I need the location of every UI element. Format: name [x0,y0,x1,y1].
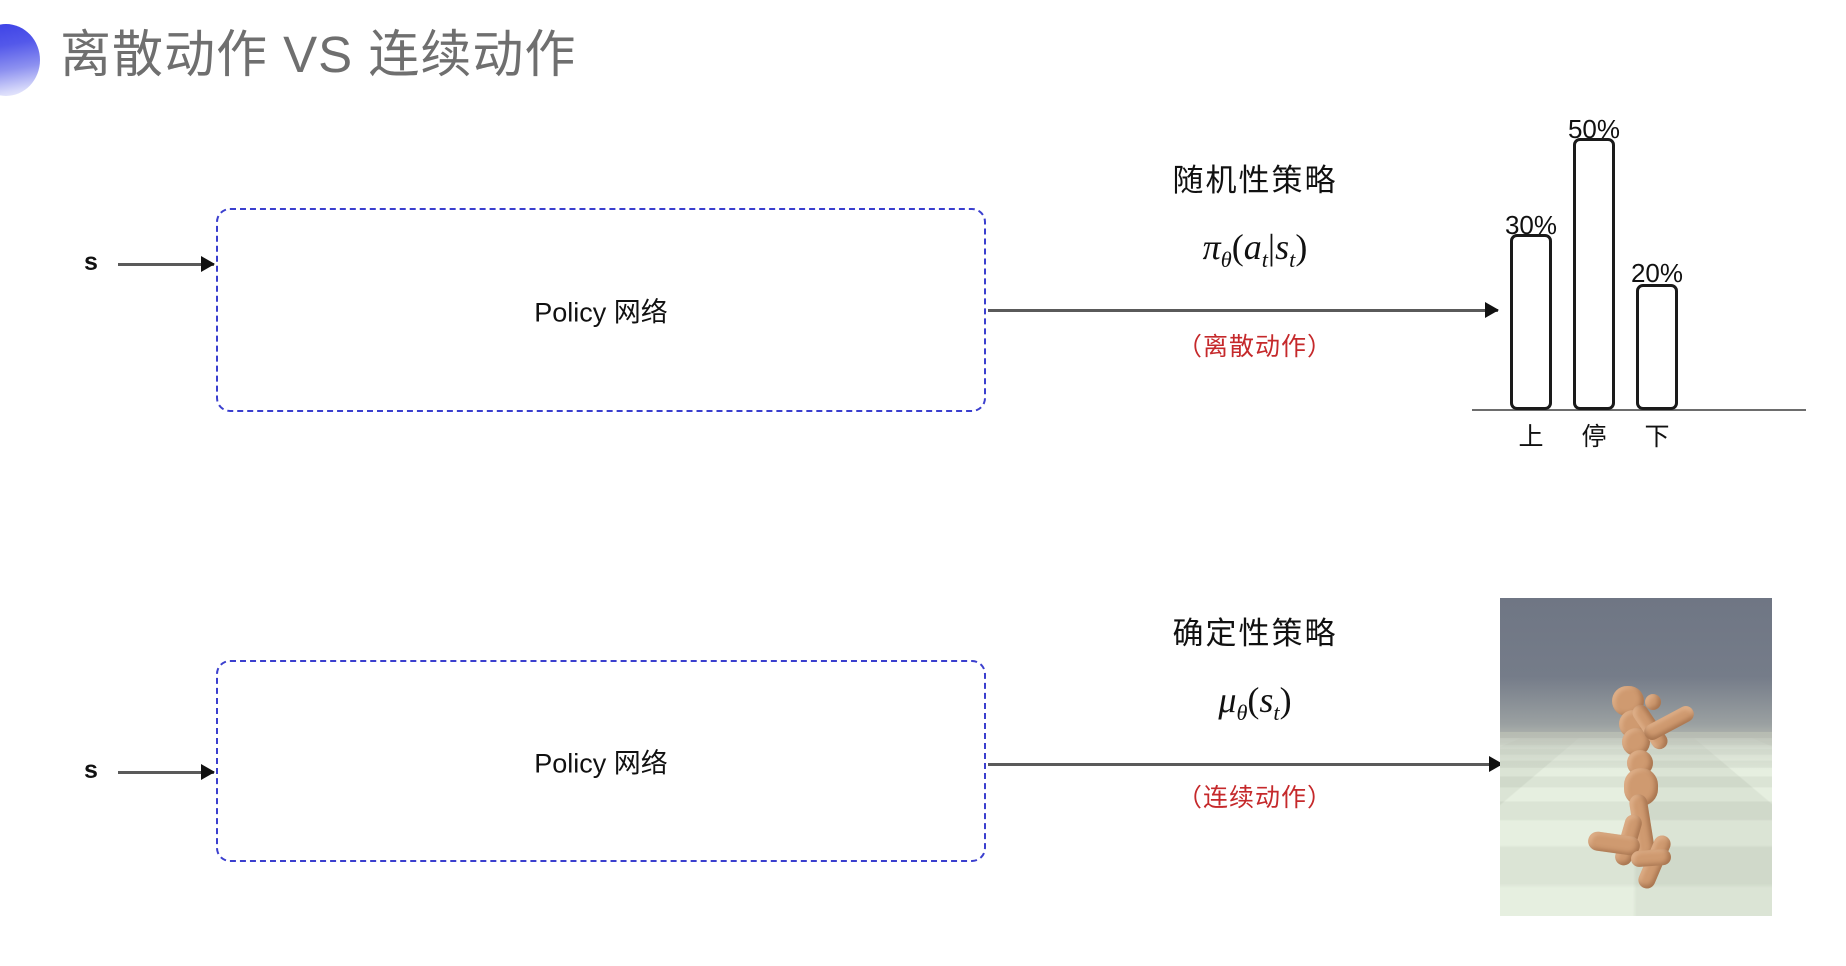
title-bullet-icon [0,24,40,96]
annotation-formula-discrete: πθ(at|st) [1105,226,1405,273]
page-title: 离散动作 VS 连续动作 [60,26,577,83]
input-arrow-continuous [118,771,214,774]
annotation-note-continuous: （连续动作） [1176,784,1333,813]
annotation-continuous: 确定性策略 μθ(st) （连续动作） [1105,608,1405,814]
formula-open-paren-2: ( [1247,680,1260,720]
policy-network-label-discrete: Policy 网络 [534,297,668,328]
bar-0 [1510,234,1552,410]
annotation-heading-discrete: 随机性策略 [1172,163,1338,198]
slide-bottom-strip [0,948,1846,966]
humanoid-simulation-image [1500,598,1772,916]
input-state-label-discrete: s [84,248,98,276]
policy-network-box-discrete[interactable]: Policy 网络 [216,208,986,412]
humanoid-foot [1630,848,1672,868]
policy-network-label-continuous: Policy 网络 [534,748,668,779]
formula-state-symbol-2: s [1259,680,1274,720]
bar-category-0: 上 [1518,423,1544,451]
formula-theta-subscript: θ [1220,247,1232,273]
formula-conditional-bar: | [1267,227,1276,267]
bar-category-2: 下 [1644,423,1670,451]
annotation-note-discrete: （离散动作） [1176,333,1333,362]
output-arrow-continuous [988,763,1502,766]
annotation-heading-continuous: 确定性策略 [1172,616,1338,651]
formula-action-subscript: t [1261,247,1268,273]
formula-state-symbol: s [1275,227,1290,267]
input-state-label-continuous: s [84,756,98,784]
formula-close-paren-2: ) [1279,680,1292,720]
bar-2 [1636,284,1678,410]
output-arrow-discrete [988,309,1498,312]
formula-mu-symbol: μ [1218,680,1237,720]
action-probability-bar-chart: 30% 上 50% 停 20% 下 [1470,100,1815,455]
humanoid-hand [1645,694,1661,710]
formula-close-paren: ) [1295,227,1308,267]
formula-pi-symbol: π [1202,227,1221,267]
formula-action-symbol: a [1243,227,1262,267]
chart-x-axis-line [1472,409,1806,411]
bar-category-1: 停 [1581,423,1607,451]
bar-value-0: 30% [1504,210,1558,240]
formula-theta-subscript-2: θ [1236,700,1248,726]
bar-value-1: 50% [1567,114,1621,144]
formula-state-subscript-2: t [1273,700,1280,726]
bar-value-2: 20% [1630,258,1684,288]
policy-network-box-continuous[interactable]: Policy 网络 [216,660,986,862]
annotation-formula-continuous: μθ(st) [1105,679,1405,726]
bar-1 [1573,138,1615,410]
formula-state-subscript: t [1289,247,1296,273]
annotation-discrete: 随机性策略 πθ(at|st) （离散动作） [1105,155,1405,363]
formula-open-paren: ( [1231,227,1244,267]
input-arrow-discrete [118,263,214,266]
